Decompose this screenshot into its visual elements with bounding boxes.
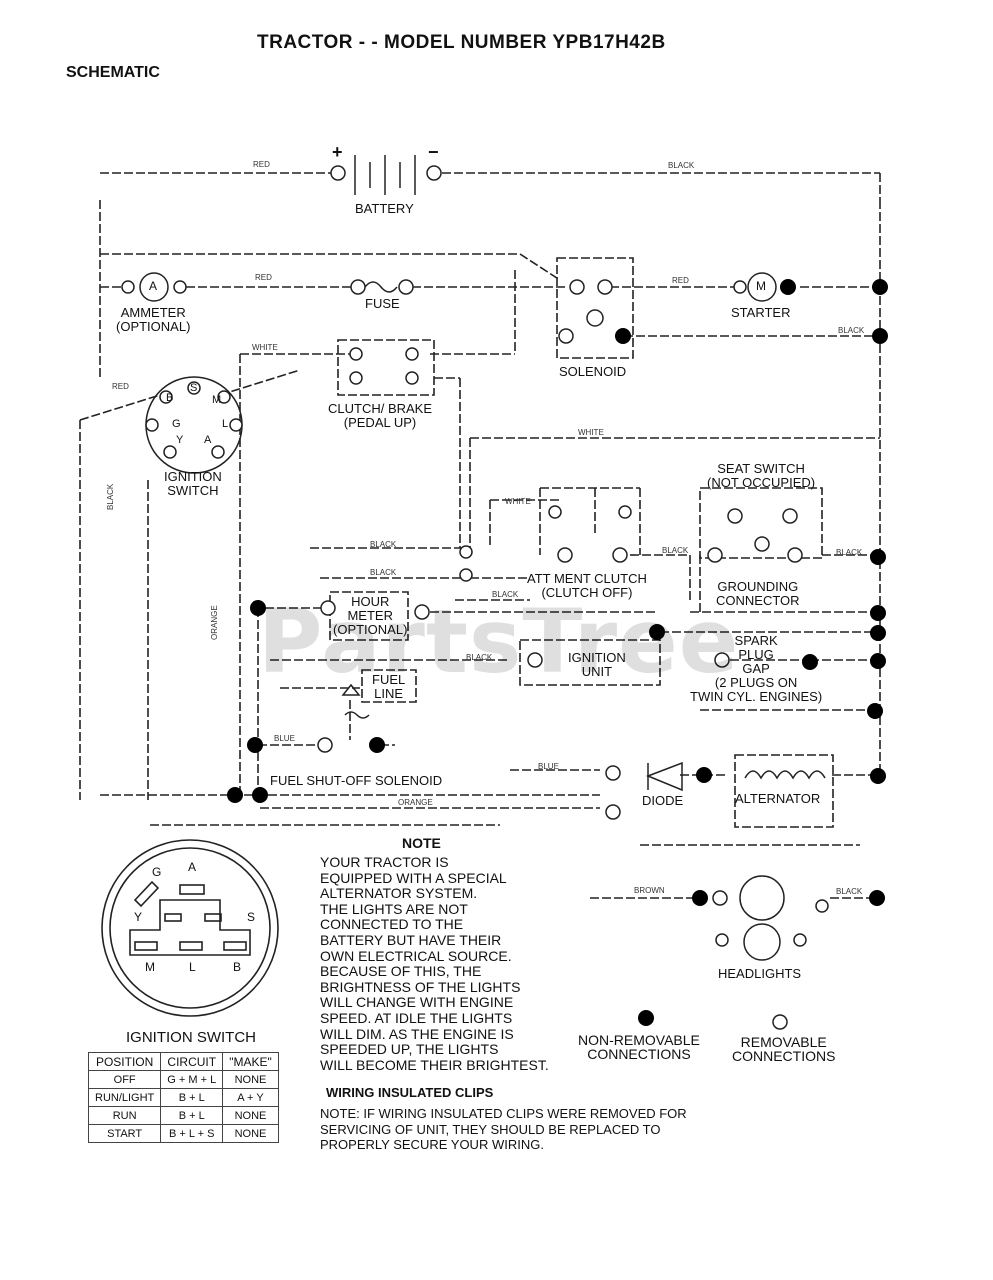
switch-terminal-a: A xyxy=(204,434,212,446)
wire-label-black: BLACK xyxy=(836,548,863,557)
wire-label-black: BLACK xyxy=(492,590,519,599)
battery-label: BATTERY xyxy=(355,201,414,216)
ignition-switch-table-title: IGNITION SWITCH xyxy=(126,1029,256,1046)
switch-terminal-l: L xyxy=(222,418,229,430)
wire-label-red: RED xyxy=(255,273,272,282)
face-letter-y: Y xyxy=(134,910,143,924)
wire-label-black-vertical: BLACK xyxy=(106,483,115,510)
wire-label-black: BLACK xyxy=(662,546,689,555)
face-letter-a: A xyxy=(188,860,197,874)
wire-label-black: BLACK xyxy=(370,540,397,549)
table-row: OFF G + M + L NONE xyxy=(87,1070,279,1089)
switch-terminal-y: Y xyxy=(176,434,184,446)
section-title: SCHEMATIC xyxy=(66,64,160,81)
alternator-label: ALTERNATOR xyxy=(735,791,821,806)
wire-label-red: RED xyxy=(253,160,270,169)
clips-heading: WIRING INSULATED CLIPS xyxy=(326,1085,494,1100)
switch-terminal-b: B xyxy=(166,392,174,404)
watermark: PartsTree xyxy=(258,590,740,693)
battery-plus-sign: + xyxy=(332,142,343,162)
face-letter-m: M xyxy=(145,960,155,974)
switch-terminal-s: S xyxy=(190,382,198,394)
table-row: RUN/LIGHT B + L A + Y xyxy=(87,1088,279,1107)
fuel-shutoff-label: FUEL SHUT-OFF SOLENOID xyxy=(270,773,443,788)
clips-note: NOTE: IF WIRING INSULATED CLIPS WERE REM… xyxy=(320,1106,687,1153)
spark-plug-label: SPARK PLUG GAP (2 PLUGS ON TWIN CYL. ENG… xyxy=(690,633,823,704)
non-removable-connections xyxy=(227,279,888,1026)
starter-label: STARTER xyxy=(731,305,791,320)
wire-label-blue: BLUE xyxy=(538,762,559,771)
wire-label-white: WHITE xyxy=(505,497,531,506)
starter-symbol: M xyxy=(756,279,766,293)
ammeter-symbol: A xyxy=(149,279,158,293)
wire-label-red: RED xyxy=(112,382,129,391)
ammeter-label: AMMETER(OPTIONAL) xyxy=(116,305,191,334)
face-letter-s: S xyxy=(247,910,256,924)
seat-switch-label: SEAT SWITCH(NOT OCCUPIED) xyxy=(707,461,816,490)
face-letter-g: G xyxy=(152,865,162,879)
diode-label: DIODE xyxy=(642,793,684,808)
table-header: POSITION xyxy=(87,1052,162,1071)
attachment-clutch-label: ATT MENT CLUTCH(CLUTCH OFF) xyxy=(527,571,647,600)
face-letter-l: L xyxy=(189,960,196,974)
wire-label-blue: BLUE xyxy=(274,734,295,743)
wire-label-black: BLACK xyxy=(370,568,397,577)
headlights-label: HEADLIGHTS xyxy=(718,966,802,981)
ignition-switch-face xyxy=(101,839,279,1017)
clutch-brake-label: CLUTCH/ BRAKE(PEDAL UP) xyxy=(328,401,433,430)
table-header: "MAKE" xyxy=(222,1052,279,1071)
table-row: RUN B + L NONE xyxy=(87,1106,279,1125)
face-letter-b: B xyxy=(233,960,242,974)
switch-terminal-g: G xyxy=(172,418,181,430)
wire-label-brown: BROWN xyxy=(634,886,665,895)
ignition-switch-table: POSITION CIRCUIT "MAKE" OFF G + M + L NO… xyxy=(87,1052,279,1143)
wire-label-white: WHITE xyxy=(252,343,278,352)
wire-label-white: WHITE xyxy=(578,428,604,437)
wire-label-black: BLACK xyxy=(466,653,493,662)
table-header: CIRCUIT xyxy=(160,1052,224,1071)
wire-label-red: RED xyxy=(672,276,689,285)
wire-label-black: BLACK xyxy=(838,326,865,335)
table-row: START B + L + S NONE xyxy=(87,1124,279,1143)
wire-label-orange: ORANGE xyxy=(398,798,433,807)
page-title: TRACTOR - - MODEL NUMBER YPB17H42B xyxy=(257,32,666,53)
wire-label-orange-vertical: ORANGE xyxy=(210,605,219,640)
fuse-label: FUSE xyxy=(365,296,400,311)
wire-label-black: BLACK xyxy=(668,161,695,170)
solenoid-label: SOLENOID xyxy=(559,364,627,379)
switch-terminal-m: M xyxy=(212,394,222,406)
note-heading: NOTE xyxy=(402,835,441,851)
wire-label-black: BLACK xyxy=(836,887,863,896)
battery-minus-sign: − xyxy=(428,142,439,162)
